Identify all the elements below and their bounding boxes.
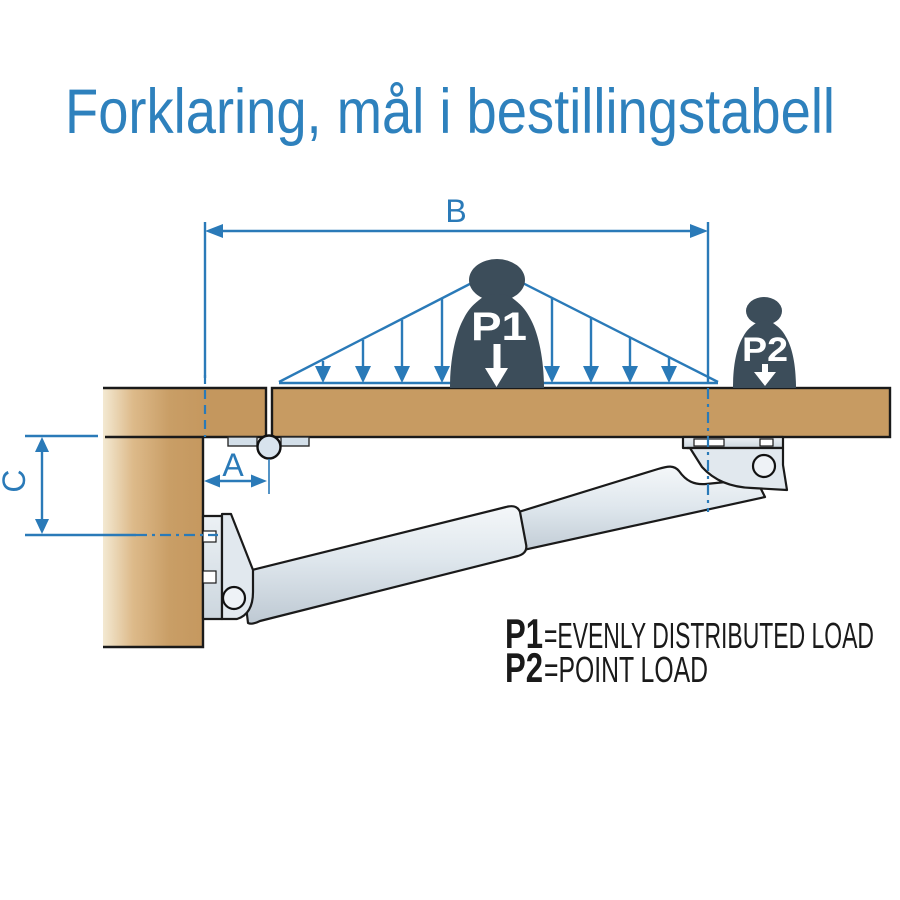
dimension-b-label: B [445, 193, 466, 229]
dimension-b: B [203, 193, 710, 384]
bracket-lower-arm [245, 505, 528, 625]
legend-p2-definition: =POINT LOAD [544, 649, 708, 690]
legend-p1-term: P1 [505, 610, 543, 657]
wall-pivot [221, 585, 247, 611]
distributed-load [278, 268, 719, 385]
down-arrow-icon [485, 344, 508, 387]
table-pivot [751, 453, 777, 479]
weight-p2: P2 [733, 297, 796, 388]
tabletop-leaf [270, 386, 892, 439]
hinge [227, 434, 310, 494]
weight-p1-label: P1 [471, 305, 527, 349]
hinge-knuckle [256, 434, 282, 460]
wall-post [103, 437, 205, 649]
bracket-upper-arm [484, 465, 767, 558]
dimension-c-label: C [0, 469, 32, 492]
folding-bracket [201, 435, 789, 625]
load-arrows [315, 298, 677, 383]
tabletop [103, 386, 892, 439]
page-title: Forklaring, mål i bestillingstabell [65, 77, 835, 147]
weight-p1: P1 [450, 259, 544, 388]
dimension-a-label: A [222, 447, 244, 483]
legend-p1-definition: =EVENLY DISTRIBUTED LOAD [544, 615, 874, 656]
down-arrow-icon [754, 364, 776, 386]
weight-p2-label: P2 [742, 331, 788, 369]
tabletop-fixed-strip [103, 388, 266, 437]
legend-p2-term: P2 [505, 644, 543, 691]
load-legend: P1 =EVENLY DISTRIBUTED LOAD P2 =POINT LO… [505, 610, 874, 691]
dimension-a: A [204, 447, 267, 488]
dimension-c: C [0, 434, 218, 537]
